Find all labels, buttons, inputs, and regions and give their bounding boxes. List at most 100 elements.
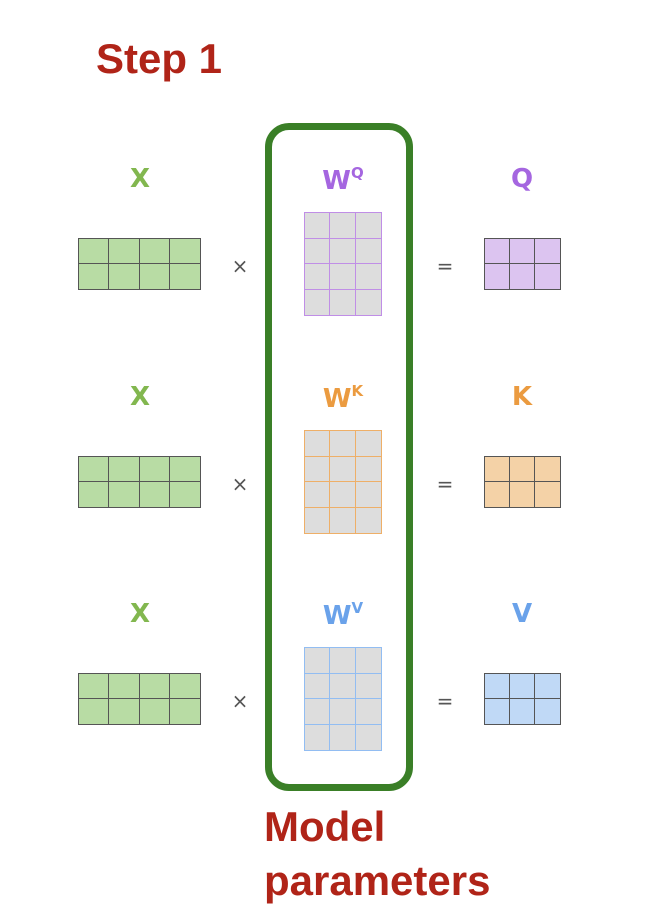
- matrix-cell: [109, 674, 140, 699]
- matrix-cell: [305, 482, 331, 508]
- weight-label-superscript: Q: [350, 164, 364, 182]
- matrix-cell: [535, 239, 560, 264]
- matrix-cell: [535, 264, 560, 289]
- output-matrix-label: K: [511, 382, 533, 412]
- matrix-cell: [355, 457, 381, 482]
- matrix-cell: [170, 699, 200, 724]
- matrix-cell: [355, 482, 381, 508]
- matrix-cell: [169, 457, 200, 482]
- weight-label-base: W: [322, 166, 351, 196]
- matrix-cell: [169, 239, 200, 264]
- matrix-cell: [355, 648, 381, 674]
- output-matrix-label: Q: [510, 164, 534, 194]
- output-matrix: [484, 238, 561, 290]
- caption-line-1: Model: [264, 803, 386, 850]
- matrix-cell: [139, 239, 170, 264]
- matrix-cell: [305, 456, 331, 482]
- multiply-sign: ×: [231, 689, 249, 713]
- matrix-cell: [79, 264, 110, 289]
- matrix-cell: [305, 648, 331, 674]
- matrix-cell: [510, 457, 535, 482]
- matrix-cell: [535, 699, 560, 724]
- matrix-cell: [139, 457, 170, 482]
- step-title: Step 1: [96, 35, 223, 82]
- matrix-cell: [535, 674, 560, 699]
- matrix-cell: [305, 699, 331, 725]
- weight-matrix: [304, 430, 382, 534]
- matrix-cell: [485, 482, 510, 507]
- matrix-cell: [109, 264, 140, 289]
- matrix-cell: [305, 724, 331, 750]
- matrix-cell: [355, 431, 381, 457]
- weight-matrix: [304, 212, 382, 316]
- matrix-cell: [356, 508, 381, 534]
- model-parameters-frame: [265, 123, 413, 791]
- matrix-cell: [305, 289, 331, 315]
- matrix-cell: [330, 456, 356, 482]
- matrix-cell: [109, 457, 140, 482]
- matrix-cell: [330, 699, 356, 725]
- matrix-cell: [510, 674, 535, 699]
- matrix-cell: [330, 238, 356, 264]
- matrix-cell: [535, 457, 560, 482]
- matrix-cell: [170, 264, 200, 289]
- matrix-cell: [140, 482, 170, 507]
- weight-matrix: [304, 647, 382, 751]
- matrix-cell: [356, 725, 381, 751]
- matrix-cell: [305, 431, 331, 457]
- matrix-cell: [305, 507, 331, 533]
- matrix-cell: [79, 674, 110, 699]
- matrix-cell: [79, 457, 110, 482]
- matrix-cell: [330, 431, 356, 457]
- matrix-cell: [535, 482, 560, 507]
- weight-matrix-label: WQ: [283, 164, 403, 196]
- matrix-cell: [356, 290, 381, 316]
- input-matrix-label: X: [129, 382, 151, 412]
- input-matrix: [78, 673, 201, 725]
- matrix-cell: [355, 699, 381, 725]
- matrix-cell: [140, 699, 170, 724]
- matrix-cell: [330, 289, 356, 315]
- model-parameters-caption: Model parameters: [264, 800, 634, 908]
- matrix-cell: [355, 264, 381, 290]
- weight-matrix-label: WV: [283, 599, 403, 631]
- multiply-sign: ×: [231, 254, 249, 278]
- matrix-cell: [330, 724, 356, 750]
- matrix-cell: [485, 674, 510, 699]
- input-matrix-label: X: [129, 599, 151, 629]
- matrix-cell: [140, 264, 170, 289]
- matrix-cell: [305, 213, 331, 239]
- matrix-cell: [510, 239, 535, 264]
- matrix-cell: [79, 239, 110, 264]
- matrix-cell: [305, 238, 331, 264]
- weight-label-superscript: K: [351, 382, 364, 400]
- matrix-cell: [109, 239, 140, 264]
- output-matrix-label: V: [511, 599, 533, 629]
- matrix-cell: [355, 213, 381, 239]
- matrix-cell: [139, 674, 170, 699]
- matrix-cell: [510, 699, 535, 724]
- weight-label-superscript: V: [351, 599, 364, 617]
- input-matrix-label: X: [129, 164, 151, 194]
- input-matrix: [78, 238, 201, 290]
- output-matrix: [484, 456, 561, 508]
- caption-line-2: parameters: [264, 857, 491, 904]
- weight-label-base: W: [322, 384, 352, 414]
- matrix-cell: [485, 264, 510, 289]
- matrix-cell: [170, 482, 200, 507]
- matrix-cell: [169, 674, 200, 699]
- matrix-cell: [109, 699, 140, 724]
- matrix-cell: [79, 482, 110, 507]
- equals-sign: =: [436, 254, 454, 278]
- matrix-cell: [485, 699, 510, 724]
- input-matrix: [78, 456, 201, 508]
- output-matrix: [484, 673, 561, 725]
- equals-sign: =: [436, 689, 454, 713]
- weight-label-base: W: [322, 601, 352, 631]
- matrix-cell: [79, 699, 110, 724]
- equals-sign: =: [436, 472, 454, 496]
- matrix-cell: [330, 507, 356, 533]
- matrix-cell: [510, 264, 535, 289]
- multiply-sign: ×: [231, 472, 249, 496]
